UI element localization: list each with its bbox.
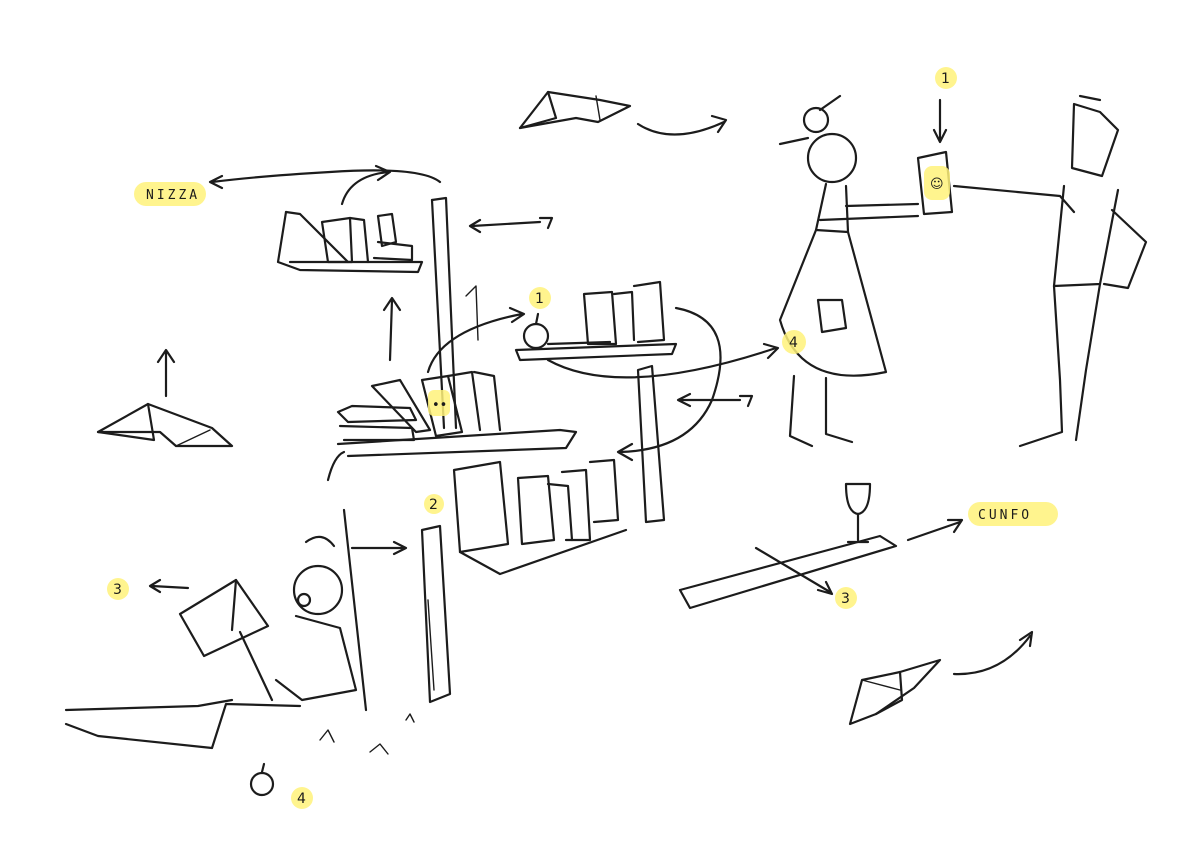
nizza-highlight	[134, 182, 206, 206]
arrow-to-girl	[546, 342, 780, 379]
marker-top-right-hl	[935, 67, 957, 89]
marker-post: 2	[429, 497, 438, 513]
book-face: ••	[432, 398, 447, 413]
reading-girl	[64, 535, 358, 750]
arrow-top-right-down	[932, 98, 948, 144]
marker-shelf-apple-hl	[529, 287, 551, 309]
flying-book-top	[518, 90, 632, 130]
marker-beam-hl	[835, 587, 857, 609]
marker-beam: 3	[841, 591, 850, 607]
arrow-reader-up	[326, 450, 346, 482]
marker-top-right: 1	[941, 71, 950, 87]
cunfo-label: CUNFO	[978, 508, 1032, 523]
marker-ground-apple-hl	[291, 787, 313, 809]
arrow-left-book-up	[156, 348, 176, 398]
ground-apple	[249, 762, 275, 797]
boy-receiving-book	[952, 94, 1148, 448]
marker-skirt: 4	[789, 335, 798, 351]
tree-trunk	[342, 508, 368, 712]
arrow-pin-top	[468, 216, 554, 234]
flying-book-left	[96, 402, 234, 448]
marker-shelf-apple: 1	[535, 291, 544, 307]
middle-shelf	[336, 370, 578, 458]
nizza-label: NIZZA	[146, 188, 200, 203]
grass	[319, 713, 415, 755]
hand-book-face: ☺	[930, 177, 944, 192]
arrow-up-to-shelf	[382, 296, 402, 362]
vertical-post-lower	[420, 524, 452, 704]
girl-giving-book	[778, 94, 920, 448]
marker-skirt-hl	[782, 330, 806, 354]
marker-post-hl	[424, 494, 444, 514]
arrow-beam-right	[906, 518, 964, 542]
arrow-beam-marker	[754, 546, 834, 596]
apple-shelf	[514, 280, 678, 362]
arrow-bottom-book	[952, 630, 1034, 676]
arrow-top-book	[636, 114, 728, 136]
upper-shelf	[276, 210, 424, 274]
lower-shelf	[452, 458, 628, 576]
arrow-curve-apple	[426, 306, 526, 374]
flying-book-bottom-right	[848, 658, 942, 726]
marker-ground-apple: 4	[297, 791, 306, 807]
arrow-upper-shelf-curve	[340, 164, 392, 206]
arrow-to-post	[350, 540, 408, 556]
marker-reader: 3	[113, 582, 122, 598]
cunfo-highlight	[968, 502, 1058, 526]
arrow-to-nizza	[208, 169, 442, 190]
arrow-pin-middle	[676, 392, 754, 408]
right-post	[636, 364, 666, 524]
marker-reader-hl	[107, 578, 129, 600]
book-face-highlight	[428, 390, 450, 416]
book-in-hand	[916, 150, 954, 216]
beam-with-glass	[678, 482, 898, 610]
arrow-to-reader-marker	[148, 578, 190, 594]
hand-book-highlight	[924, 166, 950, 200]
